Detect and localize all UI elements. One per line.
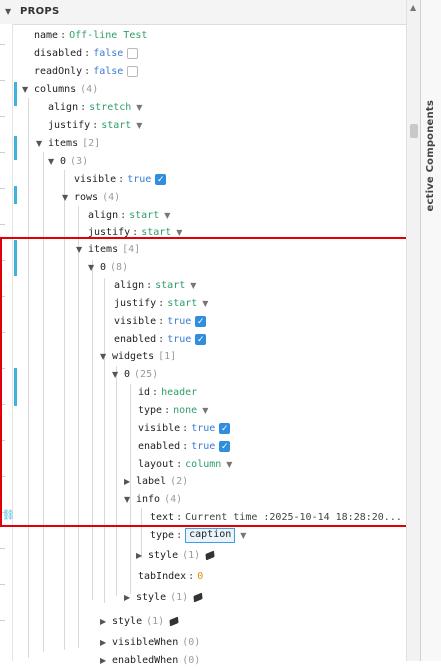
tree-row-item-visible[interactable]: visible:true✓ [114, 316, 207, 327]
caret-right-icon[interactable]: ▶ [124, 477, 131, 486]
visible-checkbox[interactable]: ✓ [219, 423, 231, 434]
tree-row-widget-layout[interactable]: layout:column▼ [138, 459, 233, 470]
caret-right-icon[interactable]: ▶ [136, 551, 143, 560]
tree-row-readonly[interactable]: readOnly:false [34, 63, 139, 80]
tree-row-rows-item-0[interactable]: ▼0(8) [88, 262, 129, 273]
tree-row-widget-0[interactable]: ▼0(25) [112, 369, 159, 380]
tree-row-widget-info[interactable]: ▼info(4) [124, 494, 183, 505]
tree-row-item-justify[interactable]: justify:start▼ [114, 298, 209, 309]
tree-row-columns[interactable]: ▼columns(4) [22, 84, 99, 95]
tree-row-rows[interactable]: ▼rows(4) [62, 192, 121, 203]
tree-row-rows-align[interactable]: align:start▼ [88, 210, 171, 221]
visible-checkbox[interactable]: ✓ [195, 316, 207, 327]
accent-bar [14, 82, 17, 106]
readonly-checkbox[interactable] [127, 66, 139, 77]
vertical-scrollbar[interactable]: ▲ [406, 0, 421, 661]
tree-row-widget-type[interactable]: type:none▼ [138, 405, 209, 416]
tree-row-disabled[interactable]: disabled:false [34, 45, 139, 62]
link-icon[interactable]: ⛓ [2, 510, 15, 521]
eraser-icon[interactable] [169, 616, 179, 627]
tree-row-info-text[interactable]: text:Current time :2025-10-14 18:28:20..… [150, 509, 431, 526]
caret-down-icon[interactable]: ▼ [5, 7, 12, 16]
tree-row-item-align[interactable]: align:start▼ [114, 280, 197, 291]
left-gutter [0, 24, 13, 661]
tree-row-widget-enabled[interactable]: enabled:true✓ [138, 441, 231, 452]
caret-right-icon[interactable]: ▶ [100, 617, 107, 626]
accent-bar [14, 136, 17, 160]
type-input[interactable]: caption [185, 528, 236, 543]
highlight-box [0, 237, 418, 527]
dropdown-icon[interactable]: ▼ [202, 299, 209, 308]
side-tab-label: ective Components [425, 100, 436, 212]
dropdown-icon[interactable]: ▼ [136, 103, 143, 112]
dropdown-icon[interactable]: ▼ [226, 460, 233, 469]
tree-row-rows-items[interactable]: ▼items[4] [76, 244, 141, 255]
dropdown-icon[interactable]: ▼ [190, 281, 197, 290]
panel-title: PROPS [20, 6, 60, 17]
dropdown-icon[interactable]: ▼ [176, 228, 183, 237]
tree-row-widgets[interactable]: ▼widgets[1] [100, 351, 177, 362]
tree-row-item-enabled[interactable]: enabled:true✓ [114, 334, 207, 345]
caret-down-icon[interactable]: ▼ [124, 495, 131, 504]
tree-row-widget-style[interactable]: ▶style(1) [124, 589, 203, 606]
accent-bar [14, 186, 17, 204]
caret-down-icon[interactable]: ▼ [76, 245, 83, 254]
tree-row-justify[interactable]: justify:start▼ [48, 120, 143, 131]
caret-down-icon[interactable]: ▼ [36, 139, 43, 148]
scroll-up-icon[interactable]: ▲ [410, 3, 417, 12]
tree-row-align[interactable]: align:stretch▼ [48, 102, 143, 113]
tree-row-info-style[interactable]: ▶style(1) [136, 547, 215, 564]
tree-row-info-type[interactable]: type:caption▼ [150, 528, 247, 543]
tree-row-rows-justify[interactable]: justify:start▼ [88, 227, 183, 238]
caret-down-icon[interactable]: ▼ [112, 370, 119, 379]
caret-down-icon[interactable]: ▼ [62, 193, 69, 202]
props-header: ▼ PROPS [0, 0, 406, 25]
eraser-icon[interactable] [193, 592, 203, 603]
tree-row-items[interactable]: ▼items[2] [36, 138, 101, 149]
enabled-checkbox[interactable]: ✓ [219, 441, 231, 452]
tree-row-widget-tabindex[interactable]: tabIndex:0 [138, 571, 204, 582]
eraser-icon[interactable] [205, 550, 215, 561]
visible-checkbox[interactable]: ✓ [155, 174, 167, 185]
tree-row-visiblewhen[interactable]: ▶visibleWhen(0) [100, 637, 201, 648]
caret-down-icon[interactable]: ▼ [48, 157, 55, 166]
tree-row-name[interactable]: name:Off-line Test [34, 30, 148, 41]
tree-row-widget-visible[interactable]: visible:true✓ [138, 423, 231, 434]
side-tab[interactable]: ective Components [420, 0, 441, 661]
caret-down-icon[interactable]: ▼ [88, 263, 95, 272]
disabled-checkbox[interactable] [127, 48, 139, 59]
scrollbar-thumb[interactable] [410, 124, 418, 138]
caret-right-icon[interactable]: ▶ [124, 593, 131, 602]
accent-bar [14, 240, 17, 276]
tree-row-widget-id[interactable]: id:header [138, 387, 198, 398]
enabled-checkbox[interactable]: ✓ [195, 334, 207, 345]
caret-down-icon[interactable]: ▼ [100, 352, 107, 361]
caret-right-icon[interactable]: ▶ [100, 638, 107, 647]
dropdown-icon[interactable]: ▼ [202, 406, 209, 415]
tree-row-item-0[interactable]: ▼0(3) [48, 156, 89, 167]
accent-bar [14, 368, 17, 406]
caret-down-icon[interactable]: ▼ [22, 85, 29, 94]
dropdown-icon[interactable]: ▼ [136, 121, 143, 130]
tree-row-style[interactable]: ▶style(1) [100, 613, 179, 630]
dropdown-icon[interactable]: ▼ [164, 211, 171, 220]
dropdown-icon[interactable]: ▼ [240, 531, 247, 540]
tree-row-visible[interactable]: visible:true✓ [74, 174, 167, 185]
tree-row-widget-label[interactable]: ▶label(2) [124, 476, 189, 487]
